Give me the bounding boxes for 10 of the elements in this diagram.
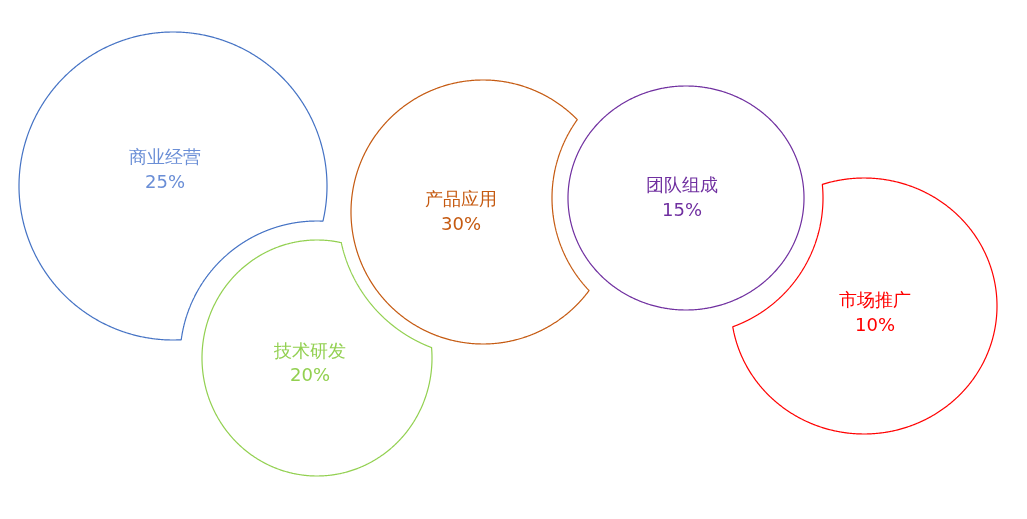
percentage-text: 25%: [145, 171, 185, 193]
label-text: 产品应用: [425, 188, 497, 210]
label-text: 技术研发: [274, 340, 346, 362]
label-text: 商业经营: [129, 146, 201, 168]
label-text: 市场推广: [839, 289, 911, 311]
percentage-text: 15%: [662, 199, 702, 221]
percentage-text: 30%: [441, 213, 481, 235]
percentage-text: 10%: [855, 314, 895, 336]
label-text: 团队组成: [646, 174, 718, 196]
percentage-text: 20%: [290, 364, 330, 386]
